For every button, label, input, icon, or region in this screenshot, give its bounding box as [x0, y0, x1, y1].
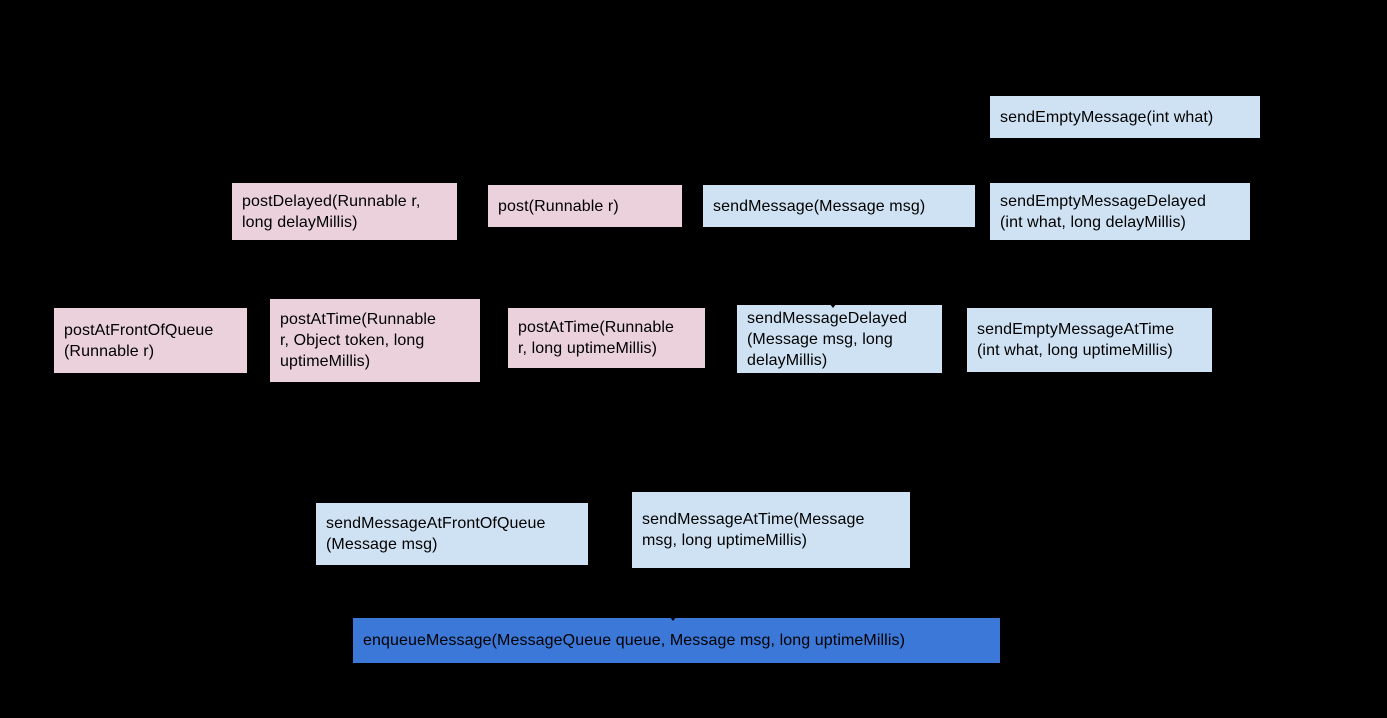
- method-box-postAtTime-with-token: postAtTime(Runnable r, Object token, lon…: [270, 299, 480, 382]
- arrowhead-icon: [826, 299, 840, 308]
- method-box-post: post(Runnable r): [488, 185, 682, 227]
- method-box-sendMessage: sendMessage(Message msg): [703, 185, 975, 227]
- method-box-postAtTime: postAtTime(Runnable r, long uptimeMillis…: [508, 308, 705, 368]
- method-box-sendMessageAtTime: sendMessageAtTime(Message msg, long upti…: [632, 492, 910, 568]
- method-box-enqueueMessage: enqueueMessage(MessageQueue queue, Messa…: [353, 618, 1000, 663]
- method-box-sendEmptyMessage: sendEmptyMessage(int what): [990, 96, 1260, 138]
- method-box-postDelayed: postDelayed(Runnable r, long delayMillis…: [232, 183, 457, 240]
- method-box-sendEmptyMessageAtTime: sendEmptyMessageAtTime (int what, long u…: [967, 308, 1212, 372]
- method-box-sendMessageDelayed: sendMessageDelayed (Message msg, long de…: [737, 305, 942, 373]
- method-box-sendMessageAtFrontOfQueue: sendMessageAtFrontOfQueue (Message msg): [316, 503, 588, 565]
- method-box-postAtFrontOfQueue: postAtFrontOfQueue (Runnable r): [54, 308, 247, 373]
- arrowhead-icon: [666, 612, 680, 621]
- method-box-sendEmptyMessageDelayed: sendEmptyMessageDelayed (int what, long …: [990, 183, 1250, 240]
